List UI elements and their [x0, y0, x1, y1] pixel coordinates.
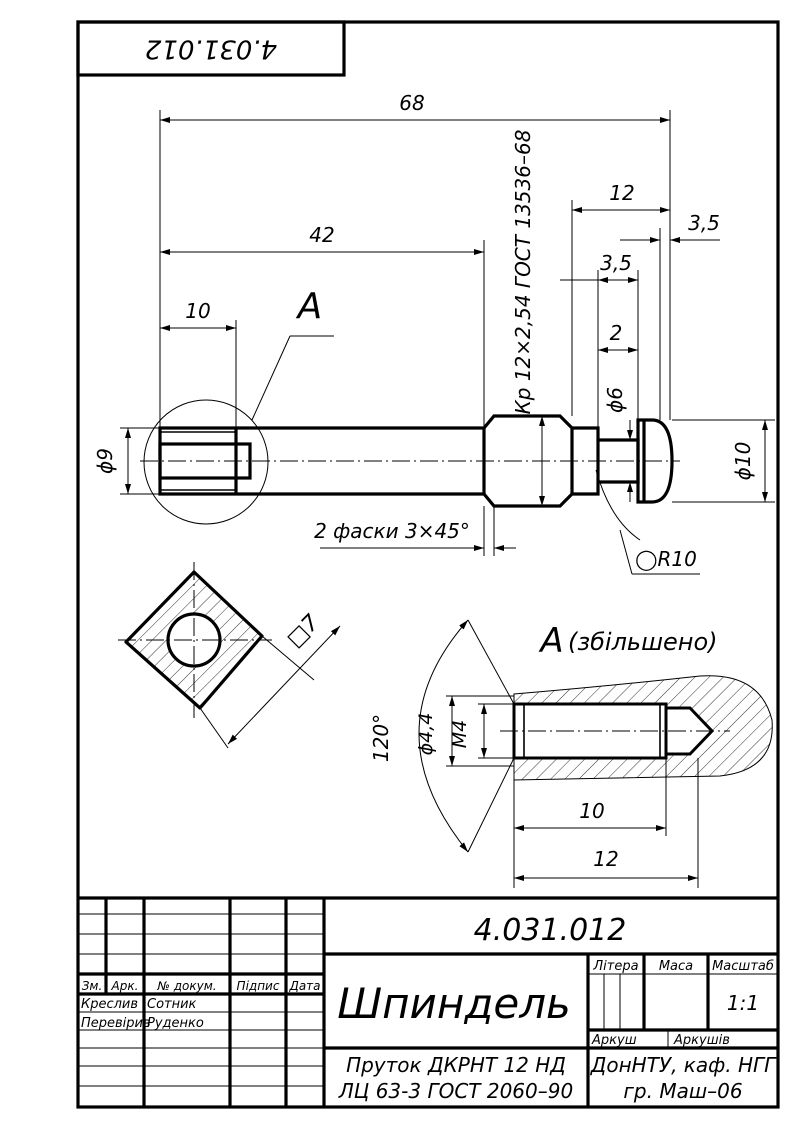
checked-by-label: Перевірив [81, 1016, 151, 1031]
dim-angle-120: 120° [369, 714, 393, 762]
dim-2: 2 [610, 321, 623, 345]
title-block [78, 896, 778, 1107]
org-line-2: гр. Маш–06 [623, 1079, 742, 1103]
main-dimensions [120, 110, 775, 575]
dim-thread-m4: М4 [449, 720, 471, 748]
header-ark: Арк. [111, 979, 139, 993]
arkush-label: Аркуш [591, 1033, 637, 1048]
masshtab-label: Масштаб [712, 959, 774, 974]
detail-title-suffix: (збільшено) [568, 628, 718, 656]
title-part-name: Шпиндель [337, 979, 571, 1028]
dim-phi-10: ϕ10 [731, 442, 755, 481]
drawing-number-top: 4.031.012 [145, 34, 277, 64]
drawn-by-name: Сотник [147, 997, 197, 1012]
drawn-by-label: Креслив [81, 997, 138, 1012]
dim-3-5-b: 3,5 [600, 251, 632, 275]
material-line-1: Пруток ДКРНТ 12 НД [346, 1053, 566, 1077]
chamfer-note: 2 фаски 3×45° [314, 519, 470, 543]
dim-phi-9: ϕ9 [93, 448, 117, 474]
detail-dim-10: 10 [579, 799, 604, 823]
header-date: Дата [288, 979, 320, 993]
dim-10: 10 [185, 299, 210, 323]
dim-phi-4-4: ϕ4,4 [415, 713, 437, 756]
dim-42: 42 [309, 223, 334, 247]
arkushiv-label: Аркушів [673, 1033, 730, 1048]
org-line-1: ДонНТУ, каф. НГГ [590, 1053, 777, 1077]
header-zm: Зм. [82, 979, 103, 993]
material-line-2: ЛЦ 63-3 ГОСТ 2060–90 [338, 1079, 573, 1103]
spindle-main-view [140, 335, 680, 525]
detail-dim-12: 12 [593, 847, 618, 871]
dim-phi-6: ϕ6 [603, 387, 627, 413]
header-signature: Підпис [237, 979, 280, 993]
header-doc-number: № докум. [156, 979, 216, 993]
scale-value: 1:1 [727, 991, 759, 1015]
dim-12: 12 [609, 181, 634, 205]
detail-callout-letter: А [296, 286, 323, 327]
square-section-view [118, 562, 341, 749]
dim-68: 68 [399, 91, 424, 115]
litera-label: Літера [592, 959, 638, 974]
masa-label: Маса [659, 959, 693, 974]
drawing-frame [76, 20, 780, 1109]
checked-by-name: Руденко [147, 1016, 204, 1031]
detail-a-view [418, 619, 773, 888]
dim-square-7: □7 [282, 610, 324, 652]
title-drawing-number: 4.031.012 [474, 913, 627, 948]
detail-title-letter: А [538, 621, 563, 661]
radius-note: ◯R10 [635, 547, 697, 571]
knurl-note: Кр 12×2,54 ГОСТ 13536–68 [511, 130, 535, 415]
dim-3-5-a: 3,5 [688, 211, 720, 235]
